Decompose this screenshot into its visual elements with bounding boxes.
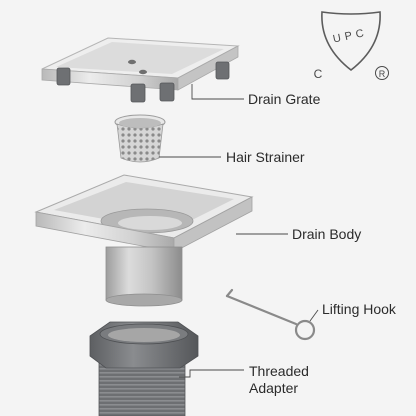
label-lifting-hook: Lifting Hook xyxy=(322,301,396,317)
shield-icon xyxy=(321,11,381,72)
lifting-hook xyxy=(225,288,316,341)
cert-right-mark: R xyxy=(379,69,386,79)
registered-mark-icon xyxy=(375,66,389,80)
upc-letters: UPC xyxy=(332,27,369,46)
label-threaded-adapter: Threaded Adapter xyxy=(249,363,309,396)
drain-grate xyxy=(41,37,240,103)
cert-left-mark: C xyxy=(314,67,323,81)
upc-certification-logo: UPC C R xyxy=(314,11,389,81)
label-drain-grate: Drain Grate xyxy=(248,91,321,107)
hair-strainer xyxy=(114,114,166,163)
threaded-adapter xyxy=(89,321,199,416)
grate-hole xyxy=(139,69,147,75)
leader-lines xyxy=(159,84,319,378)
label-hair-strainer: Hair Strainer xyxy=(226,149,305,165)
leveling-feet xyxy=(56,61,230,103)
drain-body xyxy=(34,174,254,307)
label-drain-body: Drain Body xyxy=(292,226,362,242)
grate-hole xyxy=(128,59,136,65)
